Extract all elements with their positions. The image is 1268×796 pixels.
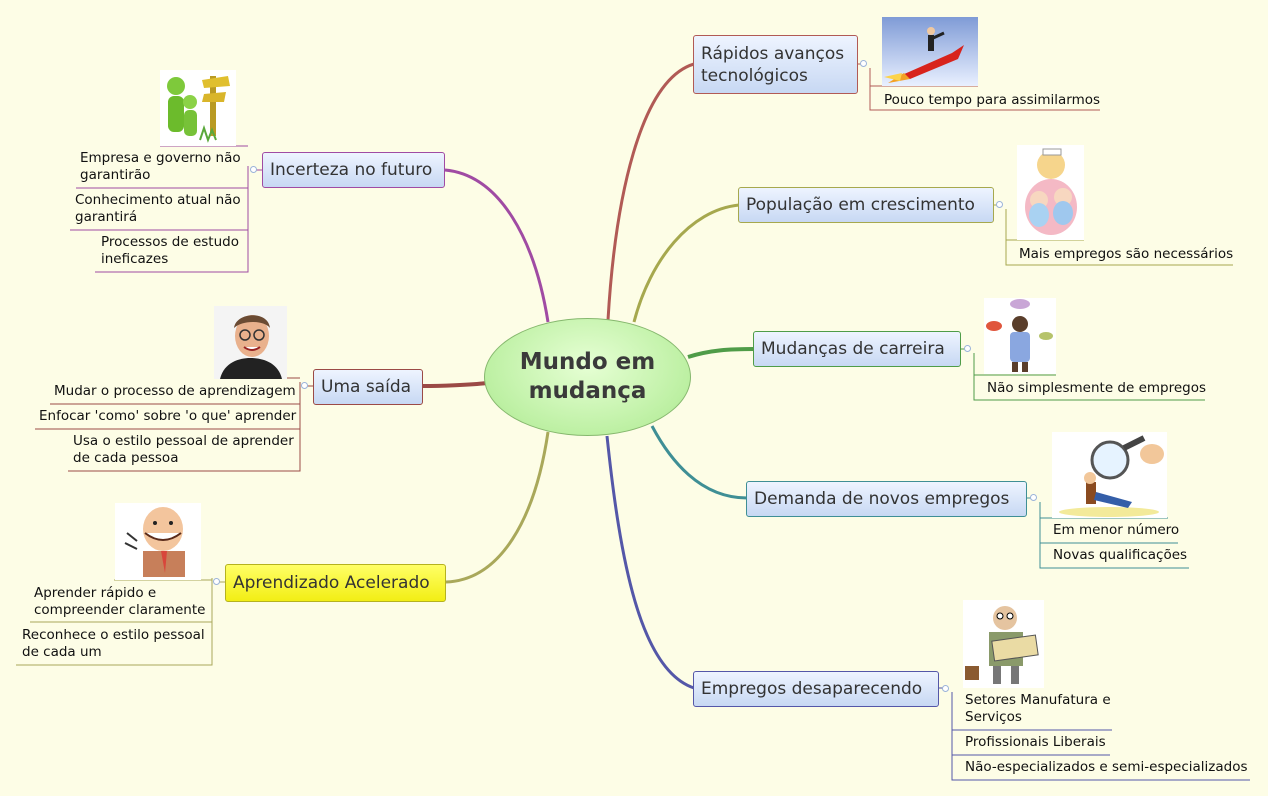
branch-desaparecendo: [605, 435, 695, 690]
topic-demanda[interactable]: Demanda de novos empregos: [746, 481, 1027, 517]
rocket-man-image: [882, 17, 978, 86]
collapse-toggle[interactable]: [942, 685, 949, 692]
branch-populacao: [632, 203, 740, 323]
career-woman-image: [984, 298, 1056, 374]
topic-uma-saida[interactable]: Uma saída: [313, 369, 423, 405]
subtopic-pouco-tempo[interactable]: Pouco tempo para assimilarmos: [884, 92, 1101, 108]
subtopic-mais-empregos[interactable]: Mais empregos são necessários: [1019, 246, 1234, 262]
subtopic-aprender-rapido[interactable]: Aprender rápido e compreender claramente: [34, 585, 206, 618]
branch-incerteza: [444, 168, 550, 323]
collapse-toggle[interactable]: [250, 166, 257, 173]
subtopic-nao-simplesmente[interactable]: Não simplesmente de empregos: [987, 380, 1207, 396]
green-figures-signpost-image: [160, 70, 236, 146]
subtopic-processos-estudo[interactable]: Processos de estudo ineficazes: [101, 234, 239, 267]
topic-label: População em crescimento: [746, 195, 975, 215]
branch-saida: [422, 381, 488, 388]
magnifier-searcher-image: [1052, 432, 1167, 518]
topic-rapidos-avancos[interactable]: Rápidos avanços tecnológicos: [693, 35, 858, 94]
collapse-toggle[interactable]: [213, 578, 220, 585]
topic-label: Empregos desaparecendo: [701, 679, 923, 699]
subtopic-empresa-governo[interactable]: Empresa e governo não garantirão: [80, 150, 241, 183]
subtopic-enfocar-como[interactable]: Enfocar 'como' sobre 'o que' aprender: [39, 408, 297, 424]
happy-cartoon-man-image: [115, 503, 201, 580]
branch-rapidos: [606, 62, 695, 321]
subtopic-mudar-processo[interactable]: Mudar o processo de aprendizagem: [54, 383, 296, 399]
topic-populacao[interactable]: População em crescimento: [738, 187, 994, 223]
subtopic-reconhece-estilo[interactable]: Reconhece o estilo pessoal de cada um: [22, 627, 205, 660]
smiling-man-photo: [214, 306, 287, 379]
subtopic-estilo-pessoal[interactable]: Usa o estilo pessoal de aprender de cada…: [73, 433, 294, 466]
subtopic-profissionais[interactable]: Profissionais Liberais: [965, 734, 1106, 750]
topic-label: Demanda de novos empregos: [754, 489, 1010, 509]
subtopic-novas-qualificacoes[interactable]: Novas qualificações: [1053, 547, 1188, 563]
branch-demanda: [650, 425, 748, 500]
central-topic-label: Mundo em mudança: [519, 349, 656, 404]
collapse-toggle[interactable]: [860, 60, 867, 67]
subtopic-menor-numero[interactable]: Em menor número: [1053, 522, 1180, 538]
sub-lines-acelerado: [16, 578, 226, 666]
collapse-toggle[interactable]: [996, 201, 1003, 208]
central-topic[interactable]: Mundo em mudança: [484, 318, 691, 436]
topic-label: Uma saída: [321, 377, 412, 397]
topic-empregos-desaparecendo[interactable]: Empregos desaparecendo: [693, 671, 939, 707]
branch-acelerado: [445, 431, 550, 584]
topic-incerteza[interactable]: Incerteza no futuro: [262, 152, 445, 188]
topic-label: Incerteza no futuro: [270, 160, 433, 180]
topic-label: Mudanças de carreira: [761, 339, 945, 359]
collapse-toggle[interactable]: [964, 345, 971, 352]
nurse-babies-image: [1017, 145, 1084, 240]
collapse-toggle[interactable]: [301, 382, 308, 389]
subtopic-conhecimento-atual[interactable]: Conhecimento atual não garantirá: [75, 192, 241, 225]
subtopic-setores[interactable]: Setores Manufatura e Serviços: [965, 692, 1111, 725]
collapse-toggle[interactable]: [1030, 494, 1037, 501]
topic-label: Rápidos avanços tecnológicos: [701, 43, 845, 86]
topic-label: Aprendizado Acelerado: [233, 573, 430, 593]
sub-lines-incerteza: [70, 145, 262, 273]
subtopic-nao-especializados[interactable]: Não-especializados e semi-especializados: [965, 759, 1248, 775]
topic-aprendizado-acelerado[interactable]: Aprendizado Acelerado: [225, 564, 446, 602]
topic-mudancas-carreira[interactable]: Mudanças de carreira: [753, 331, 961, 367]
branch-carreira: [687, 347, 755, 359]
unemployed-sign-image: [963, 600, 1044, 688]
